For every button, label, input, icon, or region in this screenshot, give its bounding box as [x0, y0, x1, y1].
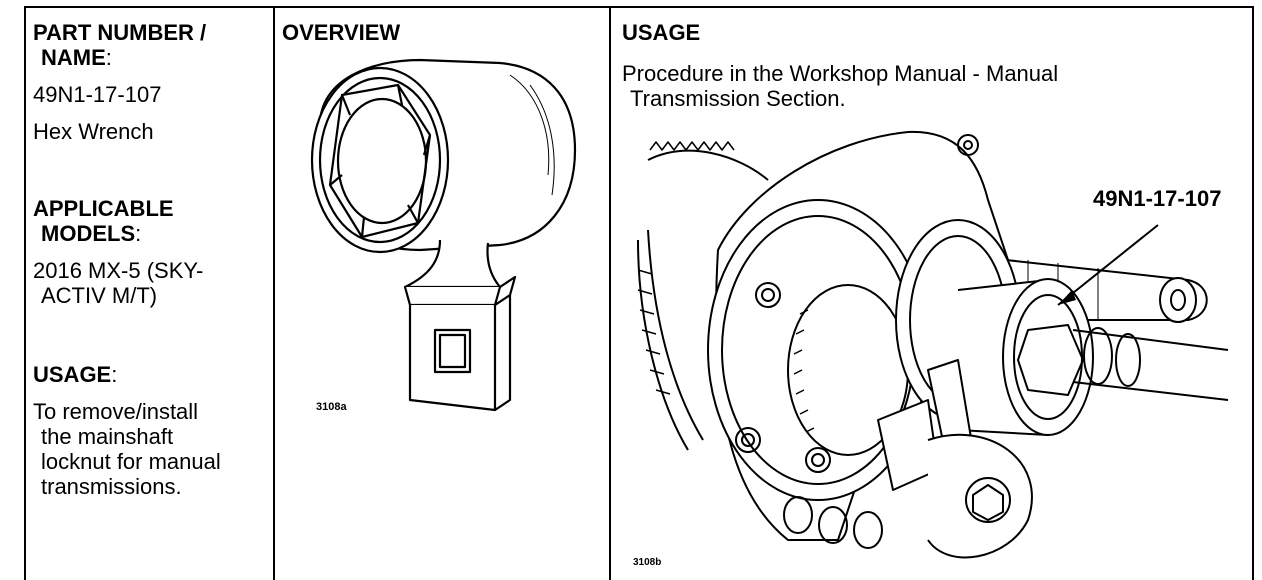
part-name: Hex Wrench: [33, 119, 154, 144]
usage-line-1: To remove/install: [33, 399, 199, 424]
top-border: [24, 6, 1254, 8]
models-heading: APPLICABLE: [33, 196, 174, 221]
usage-heading-right: USAGE: [622, 20, 701, 45]
usage-text-line-2: Transmission Section.: [630, 86, 846, 111]
hex-wrench-illustration: [310, 58, 577, 412]
models-line-2: ACTIV M/T): [41, 283, 158, 308]
usage-line-3: locknut for manual: [41, 449, 221, 474]
overview-heading: OVERVIEW: [282, 20, 401, 45]
part-number: 49N1-17-107: [33, 82, 162, 107]
usage-text-line-1: Procedure in the Workshop Manual - Manua…: [622, 61, 1059, 86]
part-info-column: PART NUMBER / NAME: 49N1-17-107 Hex Wren…: [33, 20, 269, 499]
overview-figure-label: 3108a: [316, 401, 347, 413]
part-heading: PART NUMBER /: [33, 20, 207, 45]
right-border: [1252, 6, 1254, 580]
usage-figure-label: 3108b: [633, 557, 662, 568]
models-heading-2: MODELS:: [41, 221, 142, 246]
left-border: [24, 6, 26, 580]
part-callout-label: 49N1-17-107: [1093, 186, 1222, 211]
transmission-usage-illustration: [637, 130, 1229, 559]
part-heading-2: NAME:: [41, 45, 112, 70]
column-divider-2: [609, 6, 611, 580]
models-line-1: 2016 MX-5 (SKY-: [33, 258, 204, 283]
column-divider-1: [273, 6, 275, 580]
usage-column: USAGE Procedure in the Workshop Manual -…: [622, 20, 1242, 111]
usage-line-4: transmissions.: [41, 474, 182, 499]
usage-heading-left: USAGE:: [33, 362, 118, 387]
usage-line-2: the mainshaft: [41, 424, 174, 449]
